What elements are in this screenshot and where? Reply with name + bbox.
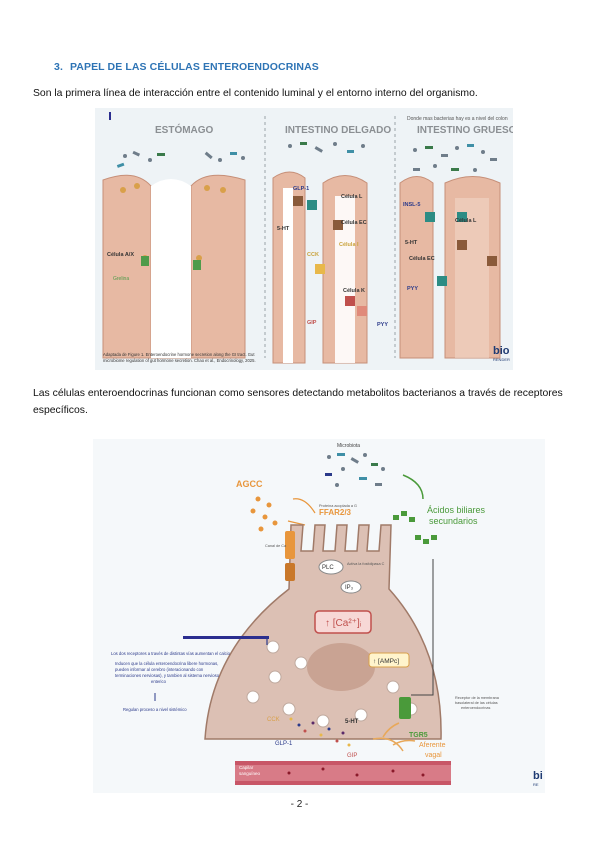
left-note-4: terminaciones nerviosas), y tambien al s… (115, 673, 220, 678)
page-number: - 2 - (290, 799, 309, 810)
left-note-2: Inducen que la célula enteroendocrina li… (115, 661, 218, 666)
bacteria-cluster (325, 453, 385, 487)
label-tgr5: TGR5 (409, 732, 428, 739)
label-bile-acids-2: secundarios (429, 516, 478, 526)
label-ip3: IP₃ (345, 585, 354, 591)
biorender-logo-subtext: RENDER (493, 357, 510, 362)
panel-title-small-intestine: INTESTINO DELGADO (285, 125, 391, 136)
panel-title-large-intestine: INTESTINO GRUESO (417, 125, 513, 136)
section-heading: 3. PAPEL DE LAS CÉLULAS ENTEROENDOCRINAS (54, 61, 319, 73)
label-capillary-2: sanguíneo (239, 771, 261, 776)
section-number: 3. (54, 61, 63, 73)
enteroendocrine-cell-diagram: Microbiota AGCC Ácidos biliares secundar… (111, 443, 543, 787)
label-tgr5-note-1: Receptor de la membrana (455, 696, 500, 700)
label-grelina: Grelina (113, 276, 129, 282)
label-ca-channel-note: Canal de Ca (265, 544, 287, 548)
biorender-logo-subtext: RE (533, 782, 539, 787)
left-note-5: enterico (151, 679, 167, 684)
large-intestine-tissue (399, 176, 434, 359)
label-cell-l-2: Célula L (455, 218, 477, 224)
section-title: PAPEL DE LAS CÉLULAS ENTEROENDOCRINAS (69, 61, 319, 73)
biorender-logo-text: bio (493, 345, 510, 357)
label-cell-ax: Célula A/X (107, 252, 134, 258)
label-pyy-2: PYY (407, 286, 418, 292)
left-note-1: Los dos receptores a través de distintas… (111, 651, 231, 656)
label-glp1: GLP-1 (293, 186, 309, 192)
label-vagal-1: Aferente (419, 742, 446, 749)
label-glp1: GLP-1 (275, 741, 293, 747)
agcc-molecules (250, 496, 278, 532)
label-plc-note: Activa la fosfolipasa C (347, 562, 385, 566)
label-insl5: INSL-5 (403, 202, 420, 208)
figure-enteroendocrine-cell: Microbiota AGCC Ácidos biliares secundar… (93, 439, 545, 793)
label-gip: GIP (347, 753, 357, 759)
label-5ht: 5-HT (277, 226, 290, 232)
label-bile-acids-1: Ácidos biliares (427, 505, 486, 515)
biorender-logo-text: bi (533, 770, 543, 782)
label-cell-ec: Célula EC (341, 220, 367, 226)
label-tgr5-note-3: enteroendocrinas (461, 706, 490, 710)
label-calcium: ↑ [Ca²⁺]ᵢ (325, 618, 362, 629)
label-ampc: ↑ [AMPc] (373, 658, 399, 665)
label-5ht: 5-HT (345, 719, 359, 725)
label-vagal-2: vagal (425, 752, 442, 759)
panel-top-note: Donde mas bacterias hay es a nivel del c… (407, 116, 508, 122)
bile-acid-molecules (393, 511, 437, 544)
label-gip: GIP (307, 320, 317, 326)
figure1-caption-line1: Adaptada de Figure 1. Enteroendocrine ho… (103, 352, 255, 357)
label-cell-k: Célula K (343, 288, 365, 294)
label-cell-l: Célula L (341, 194, 363, 200)
paragraph-sensors: Las células enteroendocrinas funcionan c… (33, 388, 563, 416)
label-cck: CCK (267, 717, 280, 723)
left-note-3: pueden informar al cerebro (interacionan… (115, 667, 204, 672)
label-tgr5-note-2: basolateral de las células (455, 701, 498, 705)
label-5ht-2: 5-HT (405, 240, 418, 246)
label-ffar-note: Proteína acoplada a G (319, 504, 357, 508)
panel-title-stomach: ESTÓMAGO (155, 123, 214, 136)
label-pyy: PYY (377, 322, 388, 328)
figure-gi-tract: ESTÓMAGO INTESTINO DELGADO Donde mas bac… (95, 108, 513, 370)
hormone-particles (289, 717, 351, 747)
bacteria-cluster (116, 142, 497, 172)
label-ffar: FFAR2/3 (319, 508, 352, 517)
label-agcc: AGCC (236, 479, 263, 489)
gi-tract-illustration: ESTÓMAGO INTESTINO DELGADO Donde mas bac… (102, 112, 513, 364)
left-note-6: Regulan proceso a nivel sistémico (123, 707, 187, 712)
label-microbiota: Microbiota (337, 443, 360, 449)
label-capillary-1: Capilar (239, 765, 254, 770)
paragraph-intro: Son la primera línea de interacción entr… (33, 88, 478, 99)
label-cell-i: Célula I (339, 242, 359, 248)
label-cell-ec-2: Célula EC (409, 256, 435, 262)
label-plc: PLC (322, 565, 334, 571)
figure1-caption-line2: microbiome regulation of gut hormone sec… (103, 358, 256, 363)
label-cck: CCK (307, 252, 319, 258)
